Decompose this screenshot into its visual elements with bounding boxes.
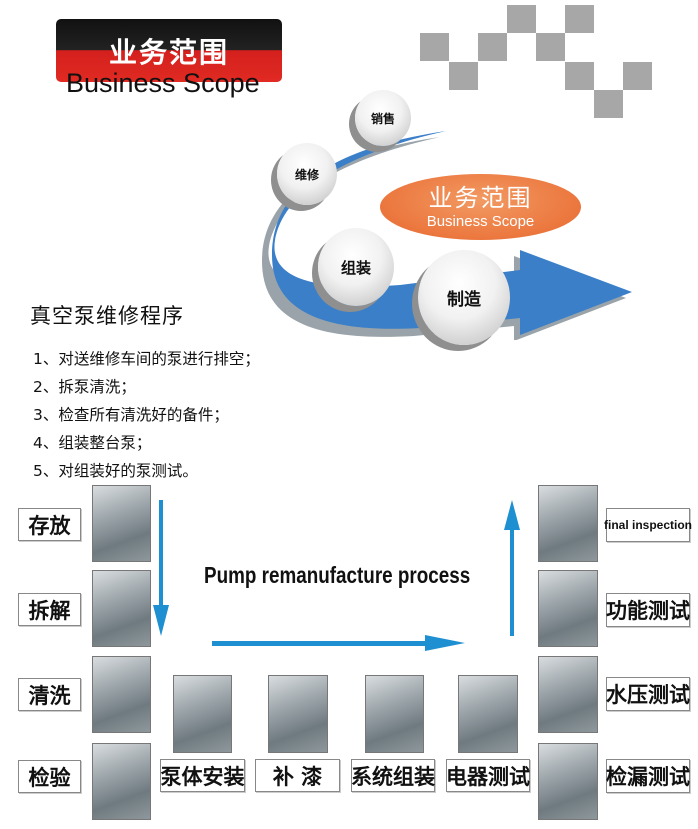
step: 5、对组装好的泵测试。 bbox=[33, 462, 198, 480]
ball-assembly: 组装 bbox=[318, 228, 394, 306]
photo-leak-test bbox=[538, 743, 598, 820]
photo-cleaning bbox=[92, 656, 151, 733]
label-system-assembly: 系统组装 bbox=[351, 759, 435, 792]
up-arrow-icon bbox=[504, 500, 520, 636]
label-electrical-test: 电器测试 bbox=[446, 759, 530, 792]
process-title: Pump remanufacture process bbox=[204, 562, 471, 588]
procedure-title: 真空泵维修程序 bbox=[30, 304, 184, 328]
label-disassembly: 拆解 bbox=[18, 593, 81, 626]
label-body-install: 泵体安装 bbox=[160, 759, 245, 792]
ball-manufacture: 制造 bbox=[418, 250, 510, 345]
flow-arrows bbox=[153, 500, 520, 651]
swoosh-arrow bbox=[262, 131, 632, 340]
center-ellipse: 业务范围 Business Scope bbox=[380, 174, 581, 240]
photo-disassembly bbox=[92, 570, 151, 647]
step: 1、对送维修车间的泵进行排空； bbox=[33, 350, 260, 368]
procedure-steps: 1、对送维修车间的泵进行排空； 2、拆泵清洗； 3、检查所有清洗好的备件； 4、… bbox=[33, 345, 260, 485]
ball-sales: 销售 bbox=[355, 90, 411, 146]
photo-inspection bbox=[92, 743, 151, 820]
ball-repair: 维修 bbox=[277, 143, 337, 205]
label-hydraulic-test: 水压测试 bbox=[606, 677, 690, 711]
step: 3、检查所有清洗好的备件； bbox=[33, 406, 229, 424]
photo-system-assembly bbox=[365, 675, 424, 753]
right-arrow-icon bbox=[212, 635, 465, 651]
label-inspection: 检验 bbox=[18, 760, 81, 793]
label-cleaning: 清洗 bbox=[18, 678, 81, 711]
label-leak-test: 检漏测试 bbox=[606, 759, 690, 793]
step: 2、拆泵清洗； bbox=[33, 378, 136, 396]
center-title-cn: 业务范围 bbox=[428, 184, 533, 212]
header-title-cn: 业务范围 bbox=[108, 36, 229, 69]
label-function-test: 功能测试 bbox=[606, 593, 690, 627]
label-storage: 存放 bbox=[18, 508, 81, 541]
photo-final-inspection bbox=[538, 485, 598, 562]
photo-hydraulic-test bbox=[538, 656, 598, 733]
photo-painting bbox=[268, 675, 328, 753]
photo-electrical-test bbox=[458, 675, 518, 753]
photo-storage bbox=[92, 485, 151, 562]
label-painting: 补 漆 bbox=[255, 759, 340, 792]
photo-function-test bbox=[538, 570, 598, 647]
photo-body-install bbox=[173, 675, 232, 753]
header-title-en: Business Scope bbox=[66, 68, 260, 98]
header-banner: 业务范围 bbox=[56, 19, 282, 82]
center-title-en: Business Scope bbox=[426, 213, 535, 230]
step: 4、组装整台泵； bbox=[33, 434, 152, 452]
down-arrow-icon bbox=[153, 500, 169, 636]
label-final-inspection: final inspection bbox=[604, 508, 692, 542]
